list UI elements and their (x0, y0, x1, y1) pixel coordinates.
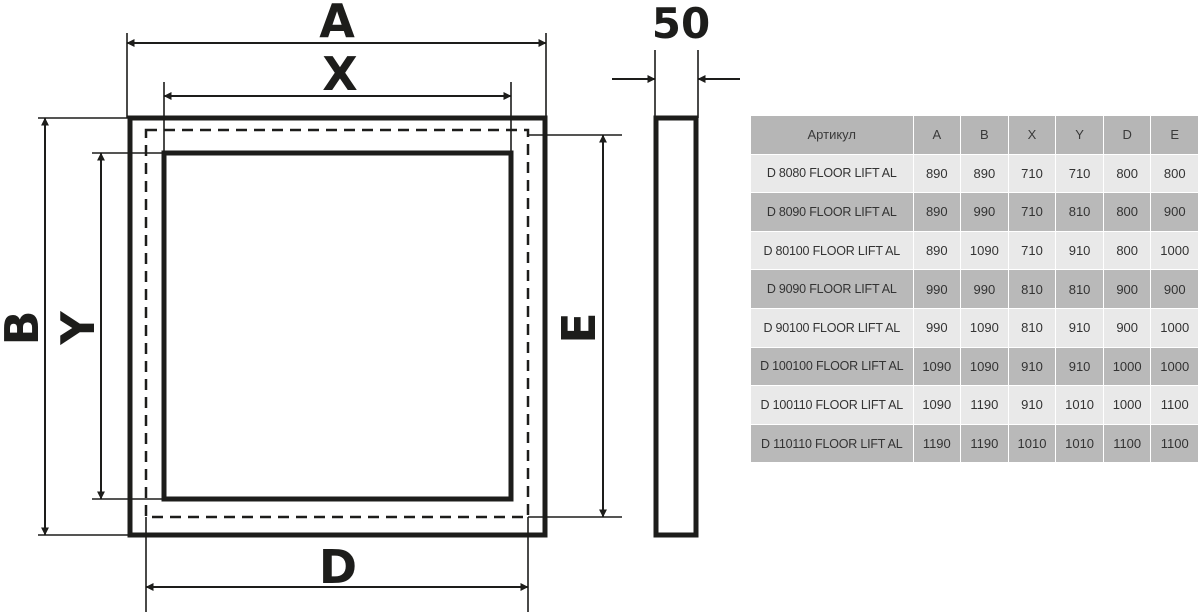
cell-value: 1100 (1150, 385, 1200, 425)
cell-value: 1090 (913, 385, 962, 425)
cell-value: 910 (1055, 308, 1104, 348)
outer-frame (127, 115, 548, 538)
cell-value: 800 (1103, 192, 1152, 232)
cell-value: 910 (1055, 347, 1104, 387)
col-header-article: Артикул (751, 116, 914, 155)
extension-lines (38, 33, 699, 612)
label-depth: 50 (652, 0, 710, 48)
cell-value: 910 (1008, 385, 1057, 425)
cell-value: 1090 (960, 308, 1009, 348)
cell-value: 900 (1150, 192, 1200, 232)
table-header-row: Артикул A B X Y D E (751, 116, 1200, 155)
label-b: B (0, 310, 49, 345)
cell-value: 890 (913, 154, 962, 194)
col-header-d: D (1103, 116, 1152, 155)
cell-value: 1090 (960, 231, 1009, 271)
cell-article: D 110110 FLOOR LIFT AL (751, 424, 914, 464)
label-x: X (322, 47, 357, 101)
cell-value: 910 (1055, 231, 1104, 271)
cell-article: D 100110 FLOOR LIFT AL (751, 385, 914, 425)
cell-value: 1190 (960, 385, 1009, 425)
cell-value: 1090 (913, 347, 962, 387)
cell-value: 990 (960, 269, 1009, 309)
label-a: A (319, 0, 355, 48)
cell-value: 1100 (1150, 424, 1200, 464)
label-y: Y (51, 311, 105, 346)
cell-value: 1010 (1055, 385, 1104, 425)
cell-value: 1090 (960, 347, 1009, 387)
cell-value: 890 (913, 231, 962, 271)
cell-value: 1190 (913, 424, 962, 464)
cell-value: 1010 (1008, 424, 1057, 464)
cell-value: 900 (1103, 269, 1152, 309)
cell-value: 990 (960, 192, 1009, 232)
cell-value: 800 (1103, 154, 1152, 194)
col-header-a: A (913, 116, 962, 155)
inner-opening (161, 150, 514, 502)
cell-value: 1000 (1150, 347, 1200, 387)
cell-article: D 8090 FLOOR LIFT AL (751, 192, 914, 232)
cell-value: 810 (1055, 269, 1104, 309)
cell-article: D 80100 FLOOR LIFT AL (751, 231, 914, 271)
cell-value: 810 (1008, 308, 1057, 348)
col-header-y: Y (1055, 116, 1104, 155)
cell-value: 890 (960, 154, 1009, 194)
cell-value: 1100 (1103, 424, 1152, 464)
col-header-x: X (1008, 116, 1057, 155)
cell-value: 890 (913, 192, 962, 232)
cell-article: D 9090 FLOOR LIFT AL (751, 269, 914, 309)
cell-value: 900 (1150, 269, 1200, 309)
label-d: D (319, 540, 357, 594)
cell-value: 800 (1103, 231, 1152, 271)
dimensions-table: Артикул A B X Y D E D 8080 FLOOR LIFT AL… (751, 116, 1200, 464)
cell-article: D 8080 FLOOR LIFT AL (751, 154, 914, 194)
cell-value: 1000 (1103, 385, 1152, 425)
cell-value: 990 (913, 308, 962, 348)
col-header-b: B (960, 116, 1009, 155)
cell-value: 800 (1150, 154, 1200, 194)
cell-value: 710 (1008, 154, 1057, 194)
cell-value: 810 (1008, 269, 1057, 309)
cell-value: 1000 (1150, 308, 1200, 348)
cell-value: 710 (1008, 192, 1057, 232)
cell-value: 810 (1055, 192, 1104, 232)
side-profile (653, 115, 699, 538)
cell-value: 990 (913, 269, 962, 309)
cell-value: 1010 (1055, 424, 1104, 464)
label-e: E (552, 312, 606, 343)
cell-value: 710 (1008, 231, 1057, 271)
cell-value: 910 (1008, 347, 1057, 387)
cell-article: D 100100 FLOOR LIFT AL (751, 347, 914, 387)
col-header-e: E (1150, 116, 1200, 155)
cell-article: D 90100 FLOOR LIFT AL (751, 308, 914, 348)
hatch-technical-drawing: A X D B Y E 50 (0, 0, 740, 612)
cell-value: 710 (1055, 154, 1104, 194)
dashed-contour (144, 128, 530, 519)
cell-value: 1190 (960, 424, 1009, 464)
cell-value: 900 (1103, 308, 1152, 348)
cell-value: 1000 (1150, 231, 1200, 271)
cell-value: 1000 (1103, 347, 1152, 387)
